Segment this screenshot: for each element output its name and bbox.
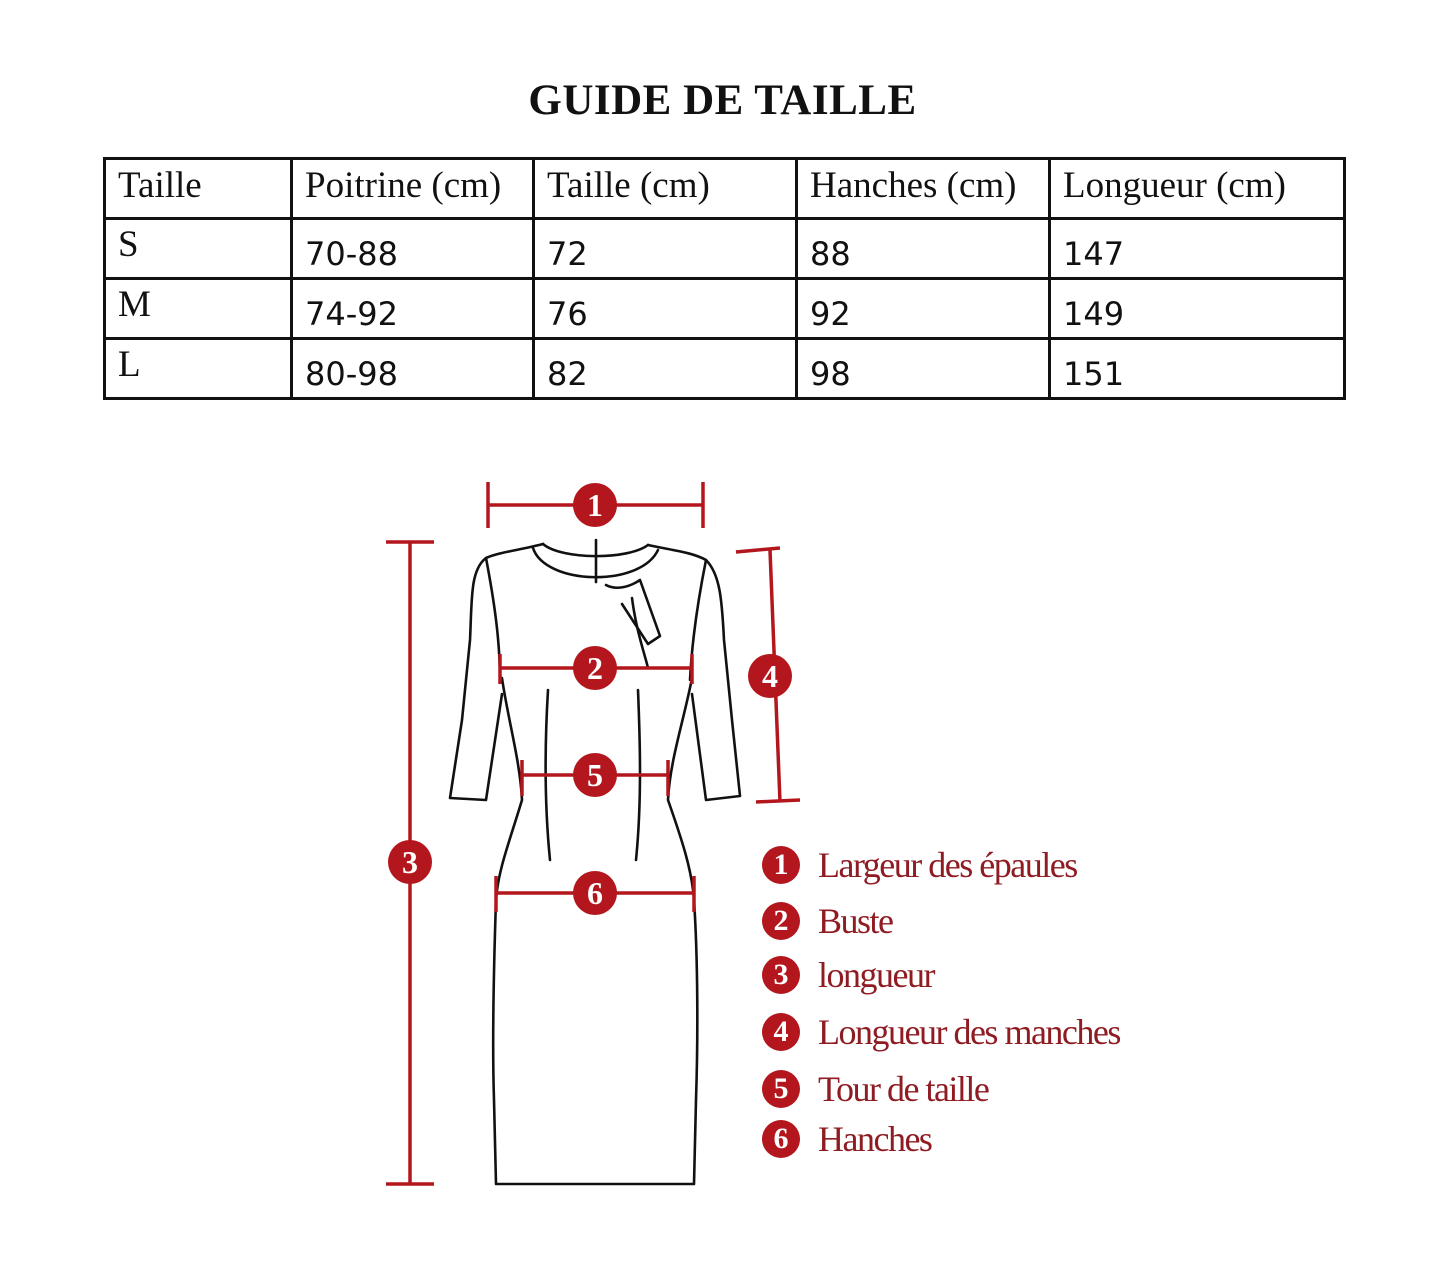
legend-label: longueur — [818, 955, 935, 995]
marker-6-icon: 6 — [573, 871, 617, 915]
marker-4-label: 4 — [762, 658, 778, 694]
table-row: S 70-88 72 88 147 — [103, 217, 1346, 280]
measurement-lines — [386, 482, 801, 1186]
legend-number: 5 — [762, 1070, 800, 1108]
size-table: Taille Poitrine (cm) Taille (cm) Hanches… — [103, 157, 1346, 400]
table-row: M 74-92 76 92 149 — [103, 277, 1346, 340]
header-longueur: Longueur (cm) — [1048, 157, 1346, 220]
header-poitrine: Poitrine (cm) — [290, 157, 535, 220]
legend-number: 1 — [762, 846, 800, 884]
marker-2-icon: 2 — [573, 646, 617, 690]
table-row: L 80-98 82 98 151 — [103, 337, 1346, 400]
legend-label: Tour de taille — [818, 1069, 990, 1109]
size-cell: S — [103, 217, 293, 280]
marker-1-icon: 1 — [573, 483, 617, 527]
table-cell: 147 — [1048, 217, 1346, 280]
header-taille: Taille — [103, 157, 293, 220]
legend-number: 4 — [762, 1013, 800, 1051]
legend-item: 1 Largeur des épaules — [762, 843, 1078, 887]
marker-1-label: 1 — [587, 487, 603, 523]
table-cell: 149 — [1048, 277, 1346, 340]
size-cell: M — [103, 277, 293, 340]
legend-item: 6 Hanches — [762, 1117, 933, 1161]
marker-3-icon: 3 — [388, 840, 432, 884]
legend-number: 3 — [762, 956, 800, 994]
legend-label: Longueur des manches — [818, 1012, 1121, 1052]
table-cell: 72 — [532, 217, 798, 280]
table-cell: 151 — [1048, 337, 1346, 400]
marker-5-icon: 5 — [573, 753, 617, 797]
legend-number: 6 — [762, 1120, 800, 1158]
table-cell: 92 — [795, 277, 1051, 340]
legend-item: 2 Buste — [762, 899, 894, 943]
legend-item: 5 Tour de taille — [762, 1067, 990, 1111]
legend-label: Hanches — [818, 1119, 933, 1159]
table-cell: 70-88 — [290, 217, 535, 280]
header-taille-cm: Taille (cm) — [532, 157, 798, 220]
marker-3-label: 3 — [402, 844, 418, 880]
legend-label: Largeur des épaules — [818, 845, 1078, 885]
dress-outline-icon — [448, 538, 742, 1186]
marker-4-icon: 4 — [748, 654, 792, 698]
marker-2-label: 2 — [587, 650, 603, 686]
legend-item: 4 Longueur des manches — [762, 1010, 1121, 1054]
size-cell: L — [103, 337, 293, 400]
table-cell: 82 — [532, 337, 798, 400]
legend-label: Buste — [818, 901, 894, 941]
table-cell: 80-98 — [290, 337, 535, 400]
marker-5-label: 5 — [587, 757, 603, 793]
marker-6-label: 6 — [587, 875, 603, 911]
table-header-row: Taille Poitrine (cm) Taille (cm) Hanches… — [103, 157, 1346, 220]
table-cell: 74-92 — [290, 277, 535, 340]
page-title: GUIDE DE TAILLE — [528, 77, 917, 124]
header-hanches: Hanches (cm) — [795, 157, 1051, 220]
table-cell: 88 — [795, 217, 1051, 280]
legend-item: 3 longueur — [762, 953, 935, 997]
legend-number: 2 — [762, 902, 800, 940]
table-cell: 98 — [795, 337, 1051, 400]
table-cell: 76 — [532, 277, 798, 340]
